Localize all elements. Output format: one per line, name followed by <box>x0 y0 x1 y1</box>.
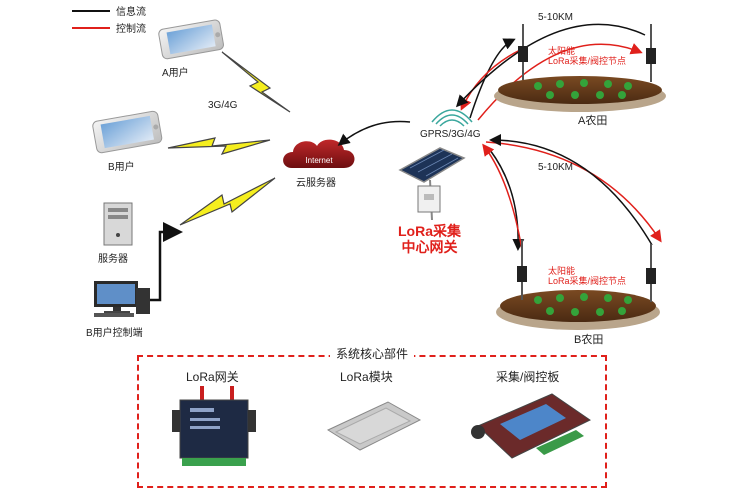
lightning-icon <box>221 51 291 113</box>
lightning-icon <box>179 177 276 226</box>
sensor-pole-icon <box>517 240 527 300</box>
core-component-gateway: LoRa网关 <box>186 370 239 384</box>
farm-b-name: B农田 <box>574 334 604 346</box>
tower-icon <box>103 202 133 246</box>
collect-board-icon <box>471 393 591 459</box>
cloud-icon: Internet <box>283 139 355 168</box>
network-3g4g-label: 3G/4G <box>208 100 238 111</box>
b-control-terminal-label: B用户控制端 <box>86 328 143 339</box>
farm-a-node-line2: LoRa采集/阀控节点 <box>548 56 627 66</box>
legend-info-label: 信息流 <box>116 7 146 18</box>
core-component-board: 采集/阀控板 <box>496 370 560 384</box>
cloud-server-label: 云服务器 <box>296 178 336 189</box>
farm-a-node-line1: 太阳能 <box>548 46 576 56</box>
signal-icon <box>431 109 473 127</box>
legend-info-flow: 信息流 <box>72 3 146 18</box>
lora-gateway-icon <box>172 386 256 466</box>
sensor-pole-icon <box>646 244 656 302</box>
phone-icon <box>92 110 163 154</box>
farm-a-distance: 5-10KM <box>538 12 574 23</box>
pc-icon <box>94 281 150 317</box>
lightning-icon <box>167 137 271 155</box>
gateway-center-line2: 中心网关 <box>401 239 458 255</box>
user-a-label: A用户 <box>162 68 189 79</box>
user-b-label: B用户 <box>108 162 135 173</box>
farm-a-name: A农田 <box>578 115 608 127</box>
farm-b-field <box>496 290 660 330</box>
sensor-pole-icon <box>646 24 656 82</box>
core-components-title: 系统核心部件 <box>330 345 415 362</box>
legend-control-line <box>72 26 110 29</box>
phone-icon <box>158 19 224 60</box>
legend-control-label: 控制流 <box>116 24 146 35</box>
legend-control-flow: 控制流 <box>72 20 146 35</box>
farm-a-field <box>494 76 666 112</box>
lora-module-icon <box>326 401 422 451</box>
farm-b-node-line2: LoRa采集/阀控节点 <box>548 276 627 286</box>
solar-panel-icon <box>398 147 466 221</box>
sensor-pole-icon <box>518 24 528 80</box>
gateway-center-label: LoRa采集 中心网关 <box>398 223 461 255</box>
farm-b-node-line1: 太阳能 <box>548 266 576 276</box>
cloud-text: Internet <box>305 156 333 165</box>
farm-b-distance: 5-10KM <box>538 162 574 173</box>
legend-info-line <box>72 9 110 12</box>
gateway-center-line1: LoRa采集 <box>398 223 461 239</box>
server-label: 服务器 <box>98 254 128 265</box>
gprs-label: GPRS/3G/4G <box>420 129 481 140</box>
core-component-module: LoRa模块 <box>340 370 393 384</box>
